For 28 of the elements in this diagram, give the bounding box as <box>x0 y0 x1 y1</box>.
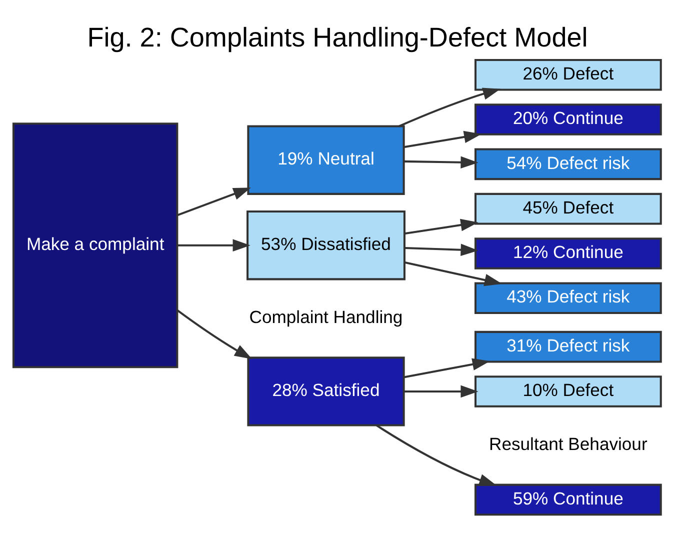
diagram-title: Fig. 2: Complaints Handling-Defect Model <box>87 22 588 52</box>
arrow <box>404 358 490 378</box>
node-box: 10% Defect <box>474 375 662 407</box>
node-box: 26% Defect <box>474 58 662 90</box>
arrow <box>404 218 478 234</box>
node-box: 20% Continue <box>474 103 662 135</box>
arrow <box>404 384 478 398</box>
node-box: 28% Satisfied <box>247 356 405 426</box>
label: Resultant Behaviour <box>489 434 648 454</box>
node-box: 59% Continue <box>474 483 662 516</box>
node-box: 54% Defect risk <box>474 148 662 180</box>
arrow <box>177 187 251 216</box>
arrow <box>405 243 478 256</box>
node-box: 12% Continue <box>474 237 662 269</box>
arrow <box>178 238 250 252</box>
node-box: 31% Defect risk <box>474 330 662 362</box>
node-box: 53% Dissatisfied <box>246 210 406 280</box>
arrow <box>176 308 252 359</box>
arrow <box>376 424 497 486</box>
arrow <box>404 130 482 148</box>
node-box: 45% Defect <box>474 192 662 224</box>
label: Complaint Handling <box>249 306 403 327</box>
arrow <box>404 156 478 168</box>
node-box: 43% Defect risk <box>474 282 662 314</box>
node-box: Make a complaint <box>12 122 178 368</box>
arrow <box>404 260 502 286</box>
arrow <box>398 87 501 127</box>
node-box: 19% Neutral <box>247 124 405 194</box>
